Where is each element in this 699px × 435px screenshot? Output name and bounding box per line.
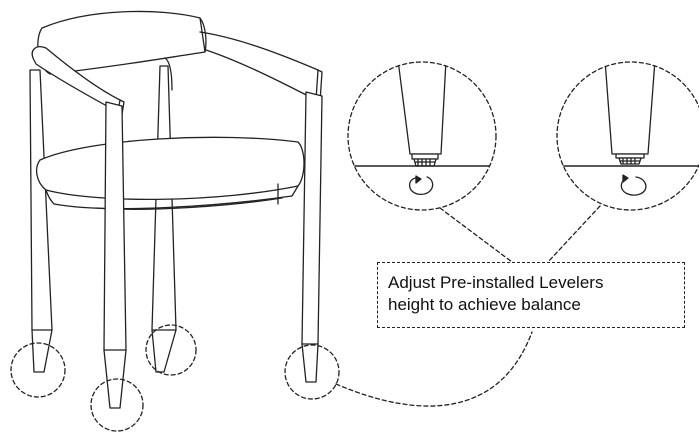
leg-foot-circles <box>10 324 340 432</box>
rotate-arrowhead-icon <box>622 174 629 183</box>
foot-circle-front-center <box>90 378 144 432</box>
callout-connector-right <box>547 205 601 263</box>
callout-line-1: Adjust Pre-installed Levelers <box>388 273 604 292</box>
chair-seat <box>35 136 305 210</box>
foot-circle-front-left <box>10 342 66 398</box>
detail-circle-left <box>347 61 497 211</box>
chair-front-leg-right <box>277 91 323 383</box>
rotate-arrow-icon <box>620 176 647 196</box>
chair-front-leg-left <box>29 69 53 373</box>
rotate-arrow-icon <box>408 176 434 196</box>
foot-circle-back <box>145 324 197 376</box>
leveler-callout-box: Adjust Pre-installed Levelers height to … <box>377 262 685 328</box>
chair-front-leg-center <box>103 101 127 409</box>
callout-connector-foot <box>335 331 533 407</box>
chair-armrest-right <box>199 31 323 103</box>
callout-line-2: height to achieve balance <box>388 295 581 314</box>
foot-circle-front-right <box>284 344 340 400</box>
rotate-arrowhead-icon <box>415 175 422 184</box>
leveler-detail-right <box>556 61 699 211</box>
callout-connector-left <box>439 207 513 263</box>
leveler-detail-left <box>347 61 497 211</box>
detail-circle-right <box>556 61 699 211</box>
